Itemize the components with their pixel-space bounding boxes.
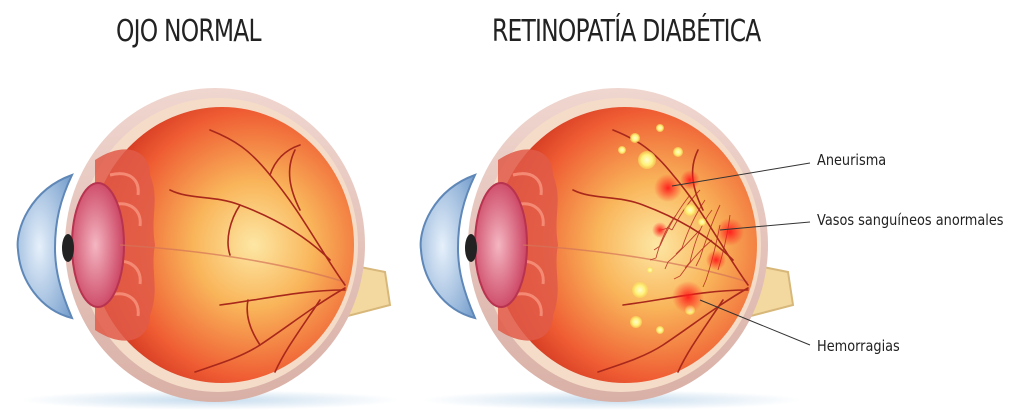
pupil bbox=[465, 234, 477, 262]
lens bbox=[72, 183, 124, 307]
diabetic-eye bbox=[421, 88, 802, 410]
aneurysm-label: Aneurisma bbox=[817, 151, 886, 169]
lens bbox=[475, 183, 527, 307]
pupil bbox=[62, 234, 74, 262]
abnormal-vessels-label: Vasos sanguíneos anormales bbox=[817, 211, 1004, 229]
normal-eye bbox=[18, 88, 400, 410]
hemorrhages-label: Hemorragias bbox=[817, 337, 900, 355]
